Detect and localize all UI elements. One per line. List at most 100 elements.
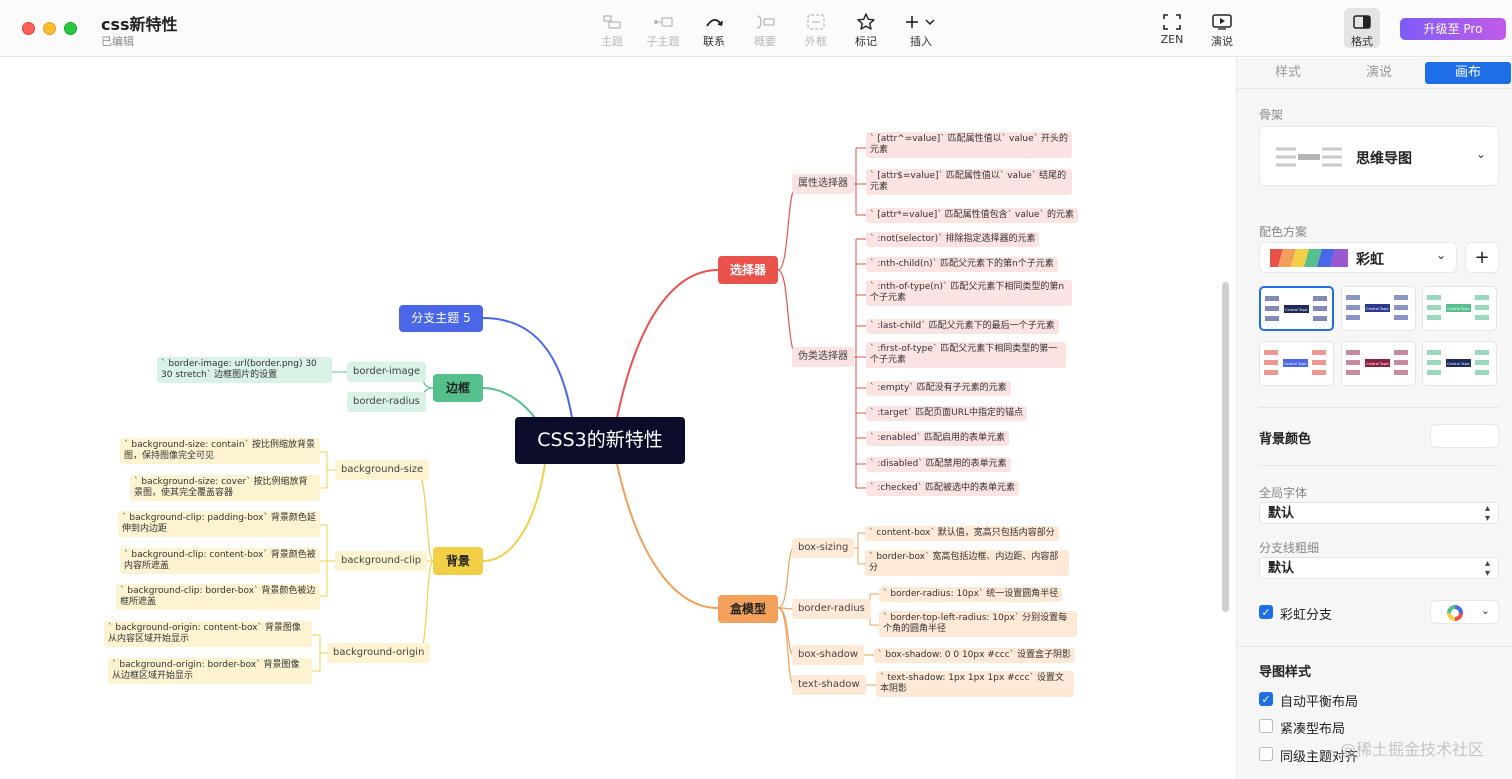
pseudo-selector-subtopic[interactable]: 伪类选择器 (792, 347, 854, 367)
scheme-preview-subtopic (1346, 315, 1360, 320)
selectors-topic[interactable]: 选择器 (718, 256, 778, 284)
rainbow-branch-label: 彩虹分支 (1280, 608, 1333, 623)
border-topic[interactable]: 边框 (433, 374, 483, 402)
background-clip-subtopic[interactable]: background-clip (335, 551, 428, 571)
central-topic[interactable]: CSS3的新特性 (515, 417, 685, 464)
stepper-arrows-icon: ▴▾ (1484, 503, 1490, 524)
color-wheel-icon (1447, 605, 1463, 621)
pseudo-item-5[interactable]: ` :first-of-type` 匹配父元素下相同类型的第一个子元素 (866, 342, 1066, 368)
box-shadow-subtopic[interactable]: box-shadow (792, 645, 865, 665)
border-image-item-1[interactable]: ` border-image: url(border.png) 30 30 st… (157, 357, 332, 383)
present-button[interactable]: 演说 (1196, 10, 1248, 49)
box-sizing-item-1[interactable]: ` content-box` 默认值，宽高只包括内容部分 (865, 526, 1059, 541)
global-font-select[interactable]: 默认 ▴▾ (1259, 502, 1499, 524)
bg-clip-item-3[interactable]: ` background-clip: border-box` 背景颜色被边框所遮… (116, 584, 320, 610)
box-sizing-subtopic[interactable]: box-sizing (792, 538, 855, 558)
tab-style[interactable]: 样式 (1274, 65, 1301, 80)
background-color-swatch[interactable] (1430, 424, 1499, 448)
border-radius-subtopic[interactable]: border-radius (347, 392, 426, 412)
box-border-radius-subtopic[interactable]: border-radius (792, 599, 871, 619)
bg-clip-item-2[interactable]: ` background-clip: content-box` 背景颜色被内容所… (120, 548, 320, 574)
branch-topic-5[interactable]: 分支主题 5 (399, 305, 483, 332)
relation-button[interactable]: 联系 (688, 10, 740, 49)
scheme-preview: Central Topic (1346, 295, 1408, 320)
mindmap-canvas[interactable]: CSS3的新特性 分支主题 5 选择器 属性选择器 伪类选择器 ` [attr^… (0, 58, 1221, 779)
color-scheme-select[interactable]: 彩虹 ⌄ (1259, 242, 1457, 273)
summary-button[interactable]: 概要 (739, 10, 791, 49)
rainbow-branch-checkbox[interactable]: ✓ (1259, 605, 1273, 619)
scheme-preview-central (1365, 359, 1390, 367)
chevron-down-icon: ⌄ (1480, 604, 1490, 617)
branch-line-select[interactable]: 默认 ▴▾ (1259, 557, 1499, 579)
tab-present[interactable]: 演说 (1365, 65, 1392, 80)
scheme-preview-subtopic (1313, 306, 1327, 311)
add-color-scheme-button[interactable]: + (1465, 242, 1499, 273)
box-sizing-item-2[interactable]: ` border-box` 宽高包括边框、内边距、内容部分 (865, 550, 1069, 576)
subtopic-button[interactable]: 子主题 (637, 10, 689, 49)
zen-button[interactable]: ZEN (1146, 10, 1198, 46)
pseudo-item-10[interactable]: ` :checked` 匹配被选中的表单元素 (866, 481, 1020, 496)
pseudo-item-6[interactable]: ` :empty` 匹配没有子元素的元素 (866, 381, 1011, 396)
background-size-subtopic[interactable]: background-size (335, 460, 430, 480)
format-button[interactable]: 格式 (1344, 8, 1380, 48)
scheme-thumb-2[interactable]: Central Topic (1341, 286, 1416, 331)
background-topic[interactable]: 背景 (433, 547, 483, 575)
bg-origin-item-2[interactable]: ` background-origin: border-box` 背景图像从边框… (108, 658, 312, 684)
scheme-thumb-4[interactable]: Central Topic (1259, 341, 1334, 386)
box-model-topic[interactable]: 盒模型 (718, 595, 778, 623)
insert-button[interactable]: 插入 (895, 10, 947, 49)
topic-icon (586, 10, 638, 32)
pseudo-item-2[interactable]: ` :nth-child(n)` 匹配父元素下的第n个子元素 (866, 257, 1058, 272)
scheme-preview-subtopic (1346, 360, 1360, 365)
panel-tabs: 样式 演说 画布 (1237, 62, 1512, 84)
upgrade-pro-button[interactable]: 升级至 Pro (1400, 18, 1506, 40)
radius-item-1[interactable]: ` border-radius: 10px` 统一设置圆角半径 (879, 587, 1063, 602)
bg-origin-item-1[interactable]: ` background-origin: content-box` 背景图像从内… (104, 621, 312, 647)
document-title: css新特性 (101, 15, 178, 34)
attr-item-3[interactable]: ` [attr*=value]` 匹配属性值包含` value` 的元素 (866, 208, 1078, 223)
attr-item-2[interactable]: ` [attr$=value]` 匹配属性值以` value` 结尾的元素 (866, 169, 1072, 195)
close-window-button[interactable] (22, 22, 35, 35)
scheme-preview-central (1283, 359, 1308, 367)
auto-balance-checkbox[interactable]: ✓ (1259, 692, 1273, 706)
scheme-thumb-3[interactable]: Central Topic (1422, 286, 1497, 331)
topic-button[interactable]: 主题 (586, 10, 638, 49)
scheme-preview-subtopic (1427, 315, 1441, 320)
pseudo-item-1[interactable]: ` :not(selector)` 排除指定选择器的元素 (866, 232, 1040, 247)
pseudo-item-3[interactable]: ` :nth-of-type(n)` 匹配父元素下相同类型的第n个子元素 (866, 280, 1072, 306)
tab-canvas[interactable]: 画布 (1425, 62, 1511, 84)
bg-clip-item-1[interactable]: ` background-clip: padding-box` 背景颜色延伸到内… (118, 511, 320, 537)
scheme-thumb-6[interactable]: Central Topic (1422, 341, 1497, 386)
pseudo-item-4[interactable]: ` :last-child` 匹配父元素下的最后一个子元素 (866, 319, 1059, 334)
skeleton-value: 思维导图 (1356, 151, 1412, 167)
scheme-preview-subtopic (1427, 370, 1441, 375)
border-image-subtopic[interactable]: border-image (347, 362, 427, 382)
scheme-thumb-1[interactable]: Central Topic (1259, 286, 1334, 331)
skeleton-select[interactable]: 思维导图 ⌄ (1259, 126, 1499, 186)
scheme-preview-label: Central Topic (1284, 362, 1307, 366)
background-origin-subtopic[interactable]: background-origin (327, 643, 431, 663)
align-siblings-checkbox[interactable] (1259, 747, 1273, 761)
attr-item-1[interactable]: ` [attr^=value]` 匹配属性值以` value` 开头的元素 (866, 132, 1072, 158)
text-shadow-item-1[interactable]: ` text-shadow: 1px 1px 1px #ccc` 设置文本阴影 (876, 671, 1074, 697)
pseudo-item-8[interactable]: ` :enabled` 匹配启用的表单元素 (866, 431, 1009, 446)
attr-selector-subtopic[interactable]: 属性选择器 (792, 174, 854, 194)
marker-button[interactable]: 标记 (840, 10, 892, 49)
scheme-preview: Central Topic (1265, 296, 1327, 321)
boundary-button[interactable]: 外框 (790, 10, 842, 49)
compact-layout-checkbox[interactable] (1259, 719, 1273, 733)
canvas-scrollbar[interactable] (1222, 282, 1229, 612)
scheme-preview-subtopic (1264, 360, 1278, 365)
minimize-window-button[interactable] (43, 22, 56, 35)
radius-item-2[interactable]: ` border-top-left-radius: 10px` 分别设置每个角的… (879, 611, 1077, 637)
pseudo-item-9[interactable]: ` :disabled` 匹配禁用的表单元素 (866, 457, 1011, 472)
zoom-window-button[interactable] (64, 22, 77, 35)
bg-size-item-2[interactable]: ` background-size: cover` 按比例缩放背景图，使其完全覆… (130, 475, 320, 501)
scheme-thumb-5[interactable]: Central Topic (1341, 341, 1416, 386)
text-shadow-subtopic[interactable]: text-shadow (792, 675, 866, 695)
pseudo-item-7[interactable]: ` :target` 匹配页面URL中指定的锚点 (866, 406, 1027, 421)
bg-size-item-1[interactable]: ` background-size: contain` 按比例缩放背景图，保持图… (120, 438, 320, 464)
box-shadow-item-1[interactable]: ` box-shadow: 0 0 10px #ccc` 设置盒子阴影 (874, 648, 1076, 663)
rainbow-color-picker[interactable]: ⌄ (1430, 600, 1499, 624)
scheme-preview-subtopic (1312, 360, 1326, 365)
